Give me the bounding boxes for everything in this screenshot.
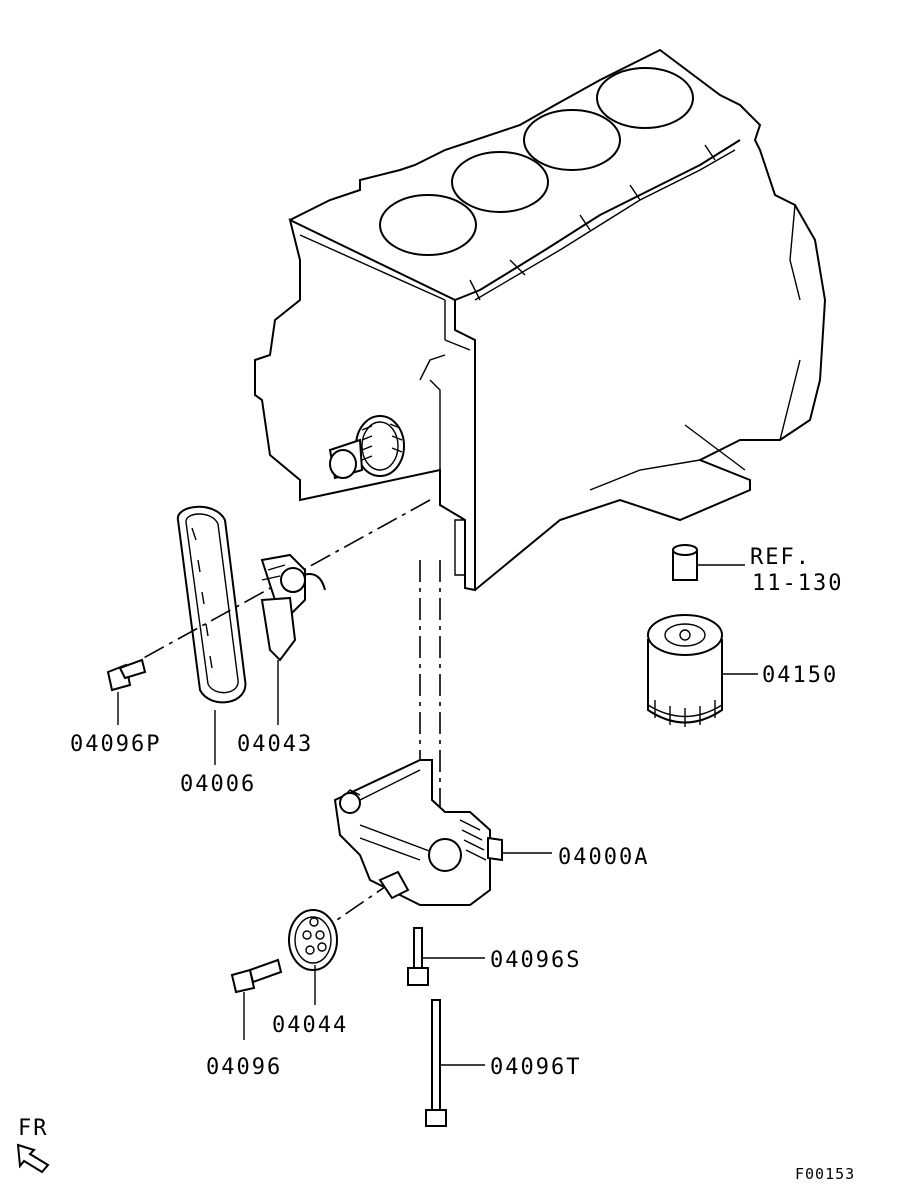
- label-fr: FR: [18, 1116, 49, 1141]
- label-ref-line1: REF.: [750, 545, 811, 570]
- fr-arrow-icon: [16, 1143, 50, 1174]
- label-oil-filter: 04150: [762, 663, 838, 688]
- bolt-s: [407, 927, 485, 986]
- ref-part: [672, 544, 745, 581]
- label-oil-pump: 04000A: [558, 845, 649, 870]
- leader-lines: [214, 660, 552, 854]
- timing-chain: [176, 505, 247, 704]
- bolt-t: [425, 999, 485, 1127]
- label-tensioner: 04043: [237, 732, 313, 757]
- chain-tensioner: [260, 553, 326, 662]
- label-bolt-p: 04096P: [70, 732, 161, 757]
- bolt-04096: [230, 958, 283, 1040]
- bolt-p: [106, 658, 147, 725]
- label-bolt: 04096: [206, 1055, 282, 1080]
- label-sprocket: 04044: [272, 1013, 348, 1038]
- pump-sprocket: [288, 909, 338, 1005]
- oil-pump: [333, 759, 503, 906]
- crank-sprocket: [328, 415, 405, 480]
- engine-block: [254, 48, 827, 592]
- label-bolt-s: 04096S: [490, 948, 581, 973]
- oil-filter: [647, 614, 758, 727]
- label-figure-code: F00153: [795, 1165, 855, 1183]
- label-ref-line2: 11-130: [752, 571, 843, 596]
- label-chain: 04006: [180, 772, 256, 797]
- label-bolt-t: 04096T: [490, 1055, 581, 1080]
